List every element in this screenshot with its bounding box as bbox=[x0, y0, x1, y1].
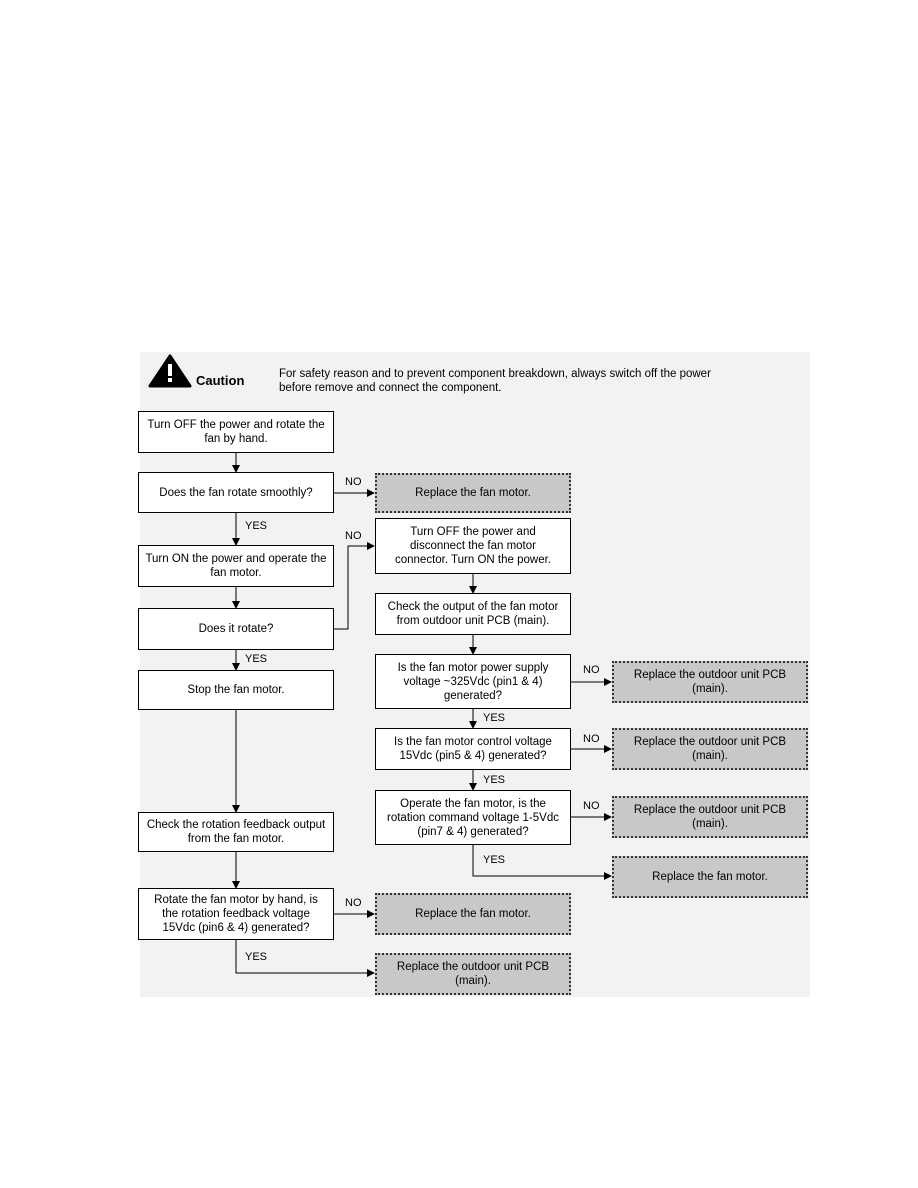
terminal-replace-pcb-2: Replace the outdoor unit PCB (main). bbox=[612, 728, 808, 770]
arrow-n17-n19 bbox=[235, 940, 375, 977]
label-yes: YES bbox=[245, 653, 268, 665]
warning-triangle-icon bbox=[148, 354, 192, 388]
caution-label: Caution bbox=[196, 373, 245, 388]
arrow-n14-n16 bbox=[472, 845, 612, 880]
terminal-replace-pcb-1: Replace the outdoor unit PCB (main). bbox=[612, 661, 808, 703]
decision-fan-rotates-smoothly: Does the fan rotate smoothly? bbox=[138, 472, 334, 513]
arrow-n6-n5 bbox=[334, 542, 375, 630]
terminal-replace-fan-motor-2: Replace the fan motor. bbox=[612, 856, 808, 898]
step-turn-on-operate-fan: Turn ON the power and operate the fan mo… bbox=[138, 545, 334, 587]
decision-command-voltage: Operate the fan motor, is the rotation c… bbox=[375, 790, 571, 845]
decision-control-voltage-15vdc: Is the fan motor control voltage 15Vdc (… bbox=[375, 728, 571, 770]
terminal-replace-fan-motor-1: Replace the fan motor. bbox=[375, 473, 571, 513]
label-yes: YES bbox=[245, 520, 268, 532]
step-disconnect-connector: Turn OFF the power and disconnect the fa… bbox=[375, 518, 571, 574]
step-check-rotation-feedback: Check the rotation feedback output from … bbox=[138, 812, 334, 852]
terminal-replace-fan-motor-3: Replace the fan motor. bbox=[375, 893, 571, 935]
decision-supply-voltage-325vdc: Is the fan motor power supply voltage ~3… bbox=[375, 654, 571, 709]
label-yes: YES bbox=[483, 774, 506, 786]
step-turn-off-rotate-fan: Turn OFF the power and rotate the fan by… bbox=[138, 411, 334, 453]
decision-does-it-rotate: Does it rotate? bbox=[138, 608, 334, 650]
caution-message: For safety reason and to prevent compone… bbox=[279, 368, 711, 394]
label-no: NO bbox=[345, 476, 362, 488]
terminal-replace-pcb-4: Replace the outdoor unit PCB (main). bbox=[375, 953, 571, 995]
label-no: NO bbox=[345, 530, 362, 542]
step-stop-fan-motor: Stop the fan motor. bbox=[138, 670, 334, 710]
step-check-pcb-output: Check the output of the fan motor from o… bbox=[375, 593, 571, 635]
terminal-replace-pcb-3: Replace the outdoor unit PCB (main). bbox=[612, 796, 808, 838]
label-no: NO bbox=[583, 800, 600, 812]
label-no: NO bbox=[583, 733, 600, 745]
label-yes: YES bbox=[245, 951, 268, 963]
label-yes: YES bbox=[483, 712, 506, 724]
label-no: NO bbox=[583, 664, 600, 676]
label-yes: YES bbox=[483, 854, 506, 866]
label-no: NO bbox=[345, 897, 362, 909]
decision-feedback-voltage: Rotate the fan motor by hand, is the rot… bbox=[138, 888, 334, 940]
